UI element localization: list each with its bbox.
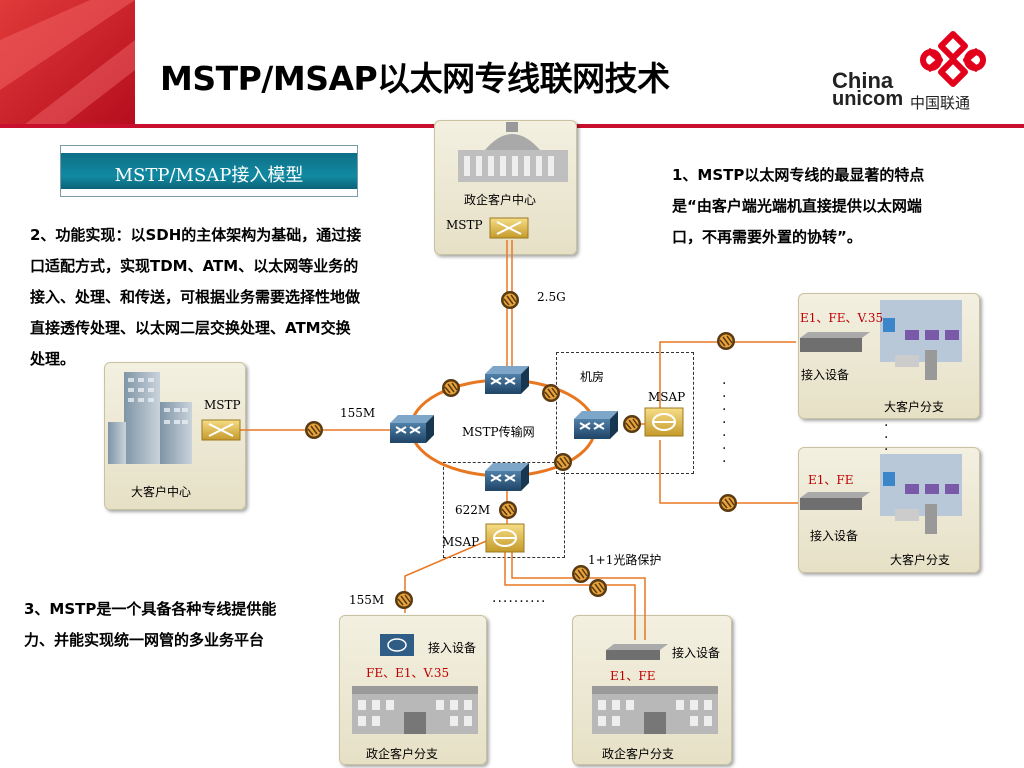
gov-branch-left-name: 政企客户分支 [366, 747, 439, 761]
point-1-line: 是“由客户端光端机直接提供以太网端 [672, 197, 922, 215]
header-decoration [0, 0, 135, 128]
link-155m-bottom: 155M [349, 593, 385, 607]
protection-label: 1+1光路保护 [588, 553, 662, 567]
connector-icon [718, 493, 738, 513]
point-2-line: 接入、处理、和传送，可根据业务需要选择性地做 [30, 288, 361, 306]
big-center-device: MSTP [204, 398, 241, 412]
mstp-device-icon [489, 217, 529, 239]
branch-mid-name: 大客户分支 [890, 553, 951, 567]
branch-top-ifaces: E1、FE、V.35 [800, 311, 884, 325]
gov-center-name: 政企客户中心 [464, 193, 537, 207]
page-title: MSTP/MSAP以太网专线联网技术 [160, 59, 670, 98]
connector-icon [304, 420, 324, 440]
branch-top-device: 接入设备 [801, 368, 850, 382]
gov-center-device: MSTP [446, 218, 483, 232]
brand-logo: China unicom 中国联通 [832, 30, 992, 120]
connector-icon [716, 331, 736, 351]
point-3-line: 3、MSTP是一个具备各种专线提供能 [24, 600, 277, 618]
mstp-device-icon [201, 419, 241, 441]
connector-icon [622, 414, 642, 434]
ellipsis-horizontal: ·········· [492, 594, 547, 610]
link-2.5g: 2.5G [537, 290, 566, 304]
connector-icon [541, 383, 561, 403]
access-device-icon [800, 492, 870, 510]
branch-office-icon [880, 454, 962, 534]
machine-room-box [556, 352, 694, 474]
link-155m-left: 155M [340, 406, 376, 420]
point-3-line: 力、并能实现统一网管的多业务平台 [24, 631, 265, 649]
ring-router-bottom-icon [484, 462, 530, 492]
connector-icon [441, 378, 461, 398]
gov-branch-left-device: 接入设备 [428, 641, 477, 655]
logo-china: China [832, 68, 894, 93]
point-1-line: 口，不再需要外置的协转”。 [672, 228, 862, 246]
link-622m: 622M [455, 503, 491, 517]
big-center-name: 大客户中心 [131, 485, 192, 499]
ellipsis-vertical: ··· [884, 418, 891, 458]
logo-cn-name: 中国联通 [910, 94, 971, 112]
point-2-line: 处理。 [30, 350, 76, 368]
model-label-box: MSTP/MSAP接入模型 [60, 145, 358, 197]
branch-top-name: 大客户分支 [884, 400, 945, 414]
government-building-icon [592, 686, 718, 734]
msap-room-box [443, 462, 565, 558]
point-2-line: 口适配方式，实现TDM、ATM、以太网等业务的 [30, 257, 359, 275]
connector-icon [588, 578, 608, 598]
connector-icon [394, 590, 414, 610]
government-building-icon [352, 686, 478, 734]
point-2-line: 2、功能实现：以SDH的主体架构为基础，通过接 [30, 226, 362, 244]
gov-branch-right-ifaces: E1、FE [610, 669, 656, 683]
unicom-knot-icon [920, 31, 986, 87]
gov-branch-right-name: 政企客户分支 [602, 747, 675, 761]
access-device-icon [606, 644, 668, 660]
branch-office-icon [880, 300, 962, 380]
point-2-line: 直接透传处理、以太网二层交换处理、ATM交换 [30, 319, 351, 337]
logo-unicom: unicom [832, 88, 904, 110]
gov-branch-left-ifaces: FE、E1、V.35 [366, 666, 450, 680]
connector-icon [500, 290, 520, 310]
ring-router-left-icon [389, 414, 435, 444]
ellipsis-vertical: ······· [722, 376, 729, 470]
ring-router-top-icon [484, 365, 530, 395]
office-tower-icon [108, 372, 192, 464]
ring-label: MSTP传输网 [462, 425, 535, 439]
point-3-text: 3、MSTP是一个具备各种专线提供能 力、并能实现统一网管的多业务平台 [24, 594, 276, 656]
branch-mid-device: 接入设备 [810, 529, 859, 543]
ring-router-right-icon [573, 410, 619, 440]
msap-right-label: MSAP [648, 390, 686, 404]
point-1-text: 1、MSTP以太网专线的最显著的特点 是“由客户端光端机直接提供以太网端 口，不… [672, 160, 924, 253]
connector-icon [553, 452, 573, 472]
msap-device-icon [644, 407, 684, 437]
point-1-line: 1、MSTP以太网专线的最显著的特点 [672, 166, 925, 184]
msap-bottom-label: MSAP [442, 535, 480, 549]
government-building-icon [458, 122, 568, 182]
machine-room-label: 机房 [580, 370, 605, 384]
msap-device-icon [485, 523, 525, 553]
gov-branch-right-device: 接入设备 [672, 646, 721, 660]
model-label: MSTP/MSAP接入模型 [114, 165, 304, 186]
point-2-text: 2、功能实现：以SDH的主体架构为基础，通过接 口适配方式，实现TDM、ATM、… [30, 220, 361, 375]
branch-mid-ifaces: E1、FE [808, 473, 854, 487]
access-device-icon [800, 332, 870, 352]
access-device-icon [380, 634, 414, 656]
connector-icon [498, 500, 518, 520]
